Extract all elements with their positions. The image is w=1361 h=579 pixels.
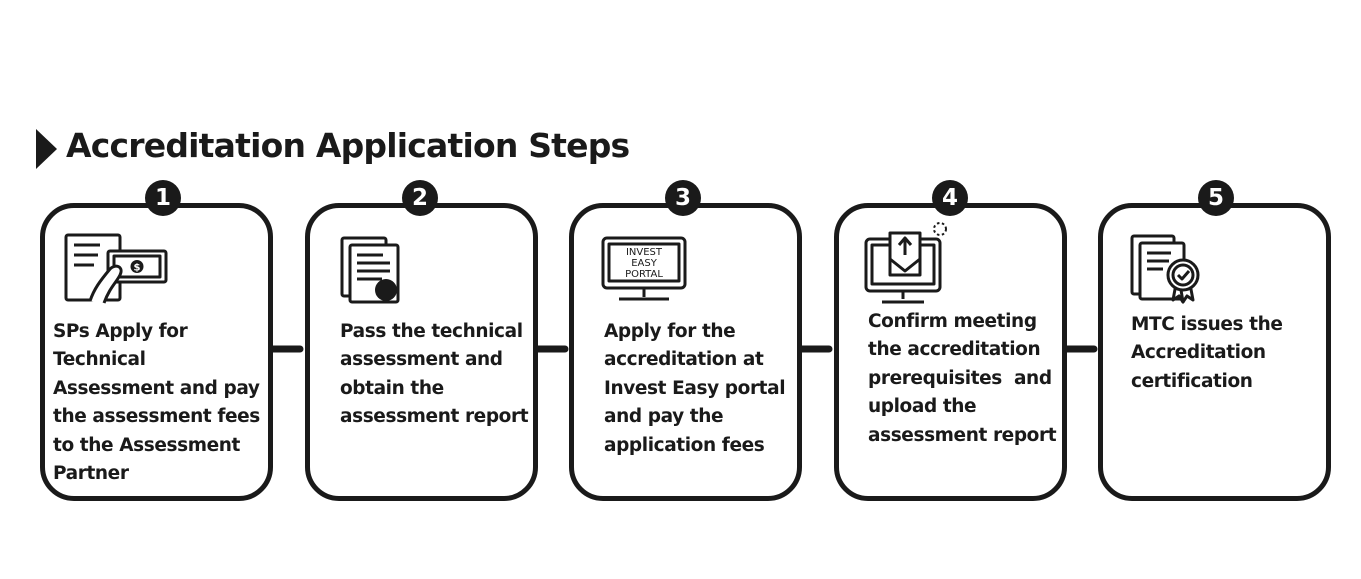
step-card-5 xyxy=(1098,203,1331,501)
monitor-portal-icon: INVEST EASY PORTAL xyxy=(601,236,687,301)
portal-icon-text-easy: EASY xyxy=(631,258,658,269)
step-text-3: Apply for the accreditation at Invest Ea… xyxy=(604,321,786,456)
upload-monitor-icon xyxy=(864,222,947,304)
step-text-4: Confirm meeting the accreditation prereq… xyxy=(868,311,1057,446)
svg-text:$: $ xyxy=(134,263,141,274)
page-title: Accreditation Application Steps xyxy=(66,126,630,165)
portal-icon-text-invest: INVEST xyxy=(626,247,663,258)
step-text-2: Pass the technical assessment and obtain… xyxy=(340,321,529,428)
document-payment-icon: $ xyxy=(64,233,168,304)
certificate-badge-icon xyxy=(1130,234,1200,304)
step-badge-4: 4 xyxy=(932,180,968,216)
step-text-5: MTC issues the Accreditation certificati… xyxy=(1131,314,1283,392)
document-stamp-icon xyxy=(340,236,400,304)
portal-icon-text-portal: PORTAL xyxy=(625,269,663,280)
step-text-1: SPs Apply for Technical Assessment and p… xyxy=(53,321,260,485)
step-badge-5: 5 xyxy=(1198,180,1234,216)
step-badge-1: 1 xyxy=(145,180,181,216)
title-marker-icon xyxy=(36,129,57,169)
step-badge-2: 2 xyxy=(402,180,438,216)
step-badge-3: 3 xyxy=(665,180,701,216)
